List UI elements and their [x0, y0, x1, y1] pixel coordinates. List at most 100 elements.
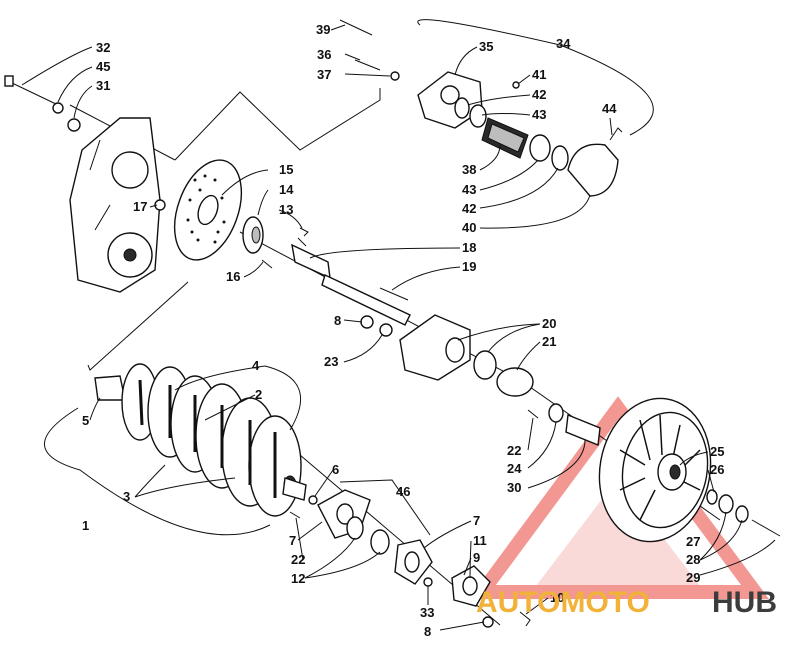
label-39: 39: [316, 22, 330, 37]
label-25: 25: [710, 444, 724, 459]
label-20: 20: [542, 316, 556, 331]
label-14: 14: [279, 182, 294, 197]
label-34: 34: [556, 36, 571, 51]
label-4: 4: [252, 358, 260, 373]
label-23: 23: [324, 354, 338, 369]
label-8a: 8: [334, 313, 341, 328]
washer-24: [548, 403, 564, 423]
watermark-text-brand: AUTOMOTO: [476, 586, 650, 619]
label-9: 9: [473, 550, 480, 565]
label-8b: 8: [424, 624, 431, 639]
nut-17: [154, 199, 166, 211]
washer-28: [735, 505, 749, 523]
bolt-32: [4, 75, 59, 106]
label-6: 6: [332, 462, 339, 477]
driven-clutch: [598, 397, 712, 543]
label-41: 41: [532, 67, 546, 82]
pin-39: [339, 19, 373, 36]
label-22a: 22: [507, 443, 521, 458]
nut-6: [308, 495, 318, 505]
leader-lines: [21, 24, 776, 631]
bearing-12a: [346, 516, 364, 540]
label-2: 2: [255, 387, 262, 402]
label-32: 32: [96, 40, 110, 55]
label-43b: 43: [462, 182, 476, 197]
piston-43b: [529, 134, 551, 162]
clip-10: [519, 611, 531, 627]
washer-37: [390, 71, 400, 81]
label-5: 5: [82, 413, 89, 428]
label-19: 19: [462, 259, 476, 274]
label-40: 40: [462, 220, 476, 235]
flange-21: [496, 367, 534, 397]
shaft-19: [321, 274, 411, 326]
washer-27: [718, 494, 734, 514]
label-12: 12: [291, 571, 305, 586]
label-18: 18: [462, 240, 476, 255]
label-44: 44: [602, 101, 617, 116]
washer-45: [52, 102, 64, 114]
label-33: 33: [420, 605, 434, 620]
bolt-22: [527, 409, 539, 419]
label-24: 24: [507, 461, 522, 476]
washer-23: [379, 323, 393, 337]
label-16: 16: [226, 269, 240, 284]
label-46: 46: [396, 484, 410, 499]
label-3: 3: [123, 489, 130, 504]
label-21: 21: [542, 334, 556, 349]
label-45: 45: [96, 59, 110, 74]
washer-33: [423, 577, 433, 587]
nut-8: [360, 315, 374, 329]
label-26: 26: [710, 462, 724, 477]
label-13: 13: [279, 202, 293, 217]
clip-41: [512, 81, 520, 89]
label-1: 1: [82, 518, 89, 533]
label-43a: 43: [532, 107, 546, 122]
brake-disc-15: [173, 159, 243, 261]
hub-14: [242, 216, 264, 254]
seal-11: [462, 576, 478, 596]
label-31: 31: [96, 78, 110, 93]
watermark-text-hub: HUB: [712, 586, 777, 619]
bleeder-44: [609, 127, 623, 141]
oring-42b: [551, 145, 569, 171]
watermark-logo: AUTOMOTO HUB: [476, 586, 777, 619]
label-11: 11: [473, 533, 487, 548]
bearing-12b: [370, 529, 390, 555]
key-13: [299, 227, 309, 237]
bearing-20b: [473, 350, 497, 380]
label-35: 35: [479, 39, 493, 54]
bolt-29: [751, 519, 781, 537]
label-42a: 42: [532, 87, 546, 102]
bolt-36: [354, 59, 381, 71]
bearing-flange-7b: [394, 539, 433, 585]
bearing-20a: [445, 337, 465, 363]
gear-case-housing: [69, 117, 161, 293]
part-labels: 32 45 31 17 15 14 13 16 18 19 39 36 37 3…: [82, 22, 724, 639]
spacer-30: [565, 414, 601, 446]
label-15: 15: [279, 162, 293, 177]
bolt-16: [261, 259, 273, 269]
piston-43a: [469, 104, 487, 128]
bolt-22b: [289, 511, 301, 519]
label-17: 17: [133, 199, 147, 214]
washer-26: [706, 489, 718, 505]
label-29: 29: [686, 570, 700, 585]
label-28: 28: [686, 552, 700, 567]
label-42b: 42: [462, 201, 476, 216]
oring-42a: [454, 97, 470, 119]
label-10: 10: [550, 590, 564, 605]
label-37: 37: [317, 67, 331, 82]
washer-31: [67, 118, 81, 132]
label-22b: 22: [291, 552, 305, 567]
label-7b: 7: [473, 513, 480, 528]
brake-pads-38: [481, 117, 529, 159]
label-27: 27: [686, 534, 700, 549]
label-30: 30: [507, 480, 521, 495]
drive-clutch-assembly: [94, 363, 307, 517]
label-38: 38: [462, 162, 476, 177]
label-7a: 7: [289, 533, 296, 548]
caliper-housing-40: [567, 143, 619, 197]
